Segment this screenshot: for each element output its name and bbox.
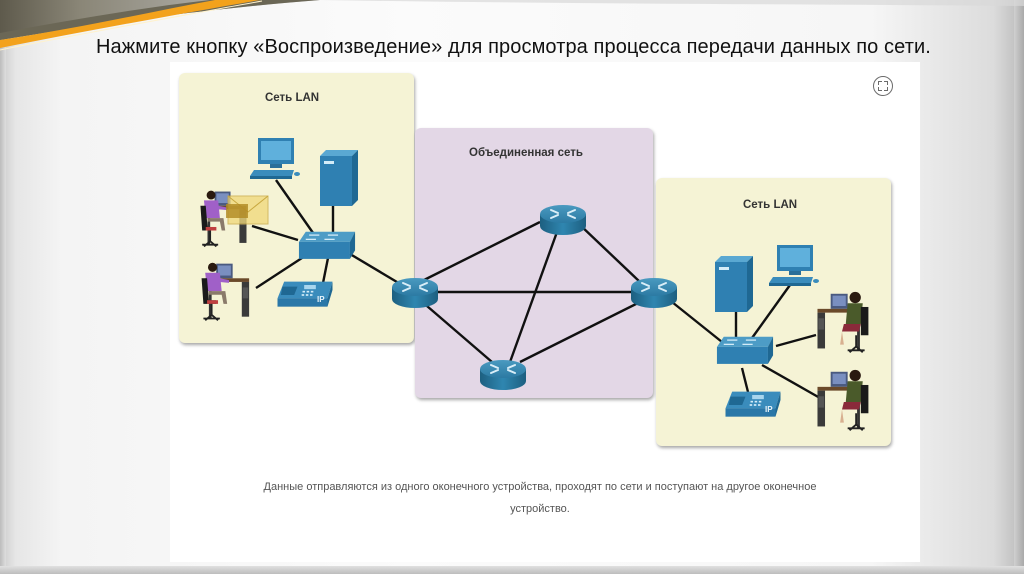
ip-phone-label: IP [765, 405, 773, 414]
link-worker1-switch-left [251, 224, 299, 242]
expand-icon-corner [884, 87, 888, 91]
link-switch-left-router-left [349, 252, 403, 287]
expand-icon [878, 81, 882, 85]
expand-icon-corner [884, 81, 888, 85]
header-swoosh-decoration [0, 0, 1024, 51]
link-phone-switch-right [740, 367, 750, 393]
switch-icon [716, 335, 774, 365]
user-workstation-icon [816, 290, 870, 354]
link-pc-switch-left [275, 179, 319, 241]
diagram-caption: Данные отправляются из одного оконечного… [190, 476, 890, 520]
link-phone-switch-left [321, 257, 330, 284]
router-icon [630, 277, 678, 309]
lan-zone-right-title: Сеть LAN [743, 199, 798, 211]
instruction-headline: Нажмите кнопку «Воспроизведение» для про… [96, 36, 931, 58]
expand-button[interactable] [873, 76, 893, 96]
link-router-left-router-bottom [419, 299, 493, 363]
slide-frame-left [0, 0, 6, 574]
server-icon [320, 150, 358, 206]
server-icon [715, 256, 753, 312]
link-router-top-router-right [579, 224, 641, 283]
router-icon [539, 204, 587, 236]
lan-zone-left-title: Сеть LAN [265, 92, 320, 104]
router-icon [391, 277, 439, 309]
router-icon [479, 359, 527, 391]
ip-phone-label: IP [317, 295, 325, 304]
link-worker3-switch-right [775, 333, 817, 348]
link-worker2-switch-left [255, 254, 306, 290]
user-workstation-icon [200, 261, 251, 322]
caption-line-2: устройство. [510, 503, 570, 515]
link-worker4-switch-right [761, 363, 821, 400]
link-pc-switch-right [751, 284, 791, 339]
link-router-bottom-router-right [519, 300, 641, 364]
link-router-right-switch-right [671, 301, 723, 343]
internetwork-zone: Объединенная сеть [415, 128, 653, 398]
internetwork-zone-title: Объединенная сеть [469, 147, 583, 159]
slide-frame-right [1014, 0, 1024, 574]
link-router-top-router-bottom [508, 231, 559, 363]
slide-frame-bottom [0, 566, 1024, 574]
email-envelope-icon [226, 195, 269, 225]
desktop-pc-icon [769, 245, 819, 286]
desktop-pc-icon [250, 138, 300, 179]
switch-icon [298, 230, 356, 260]
user-workstation-icon [816, 368, 870, 432]
caption-line-1: Данные отправляются из одного оконечного… [263, 481, 817, 493]
expand-icon-corner [878, 87, 882, 91]
link-router-left-router-top [419, 220, 541, 284]
